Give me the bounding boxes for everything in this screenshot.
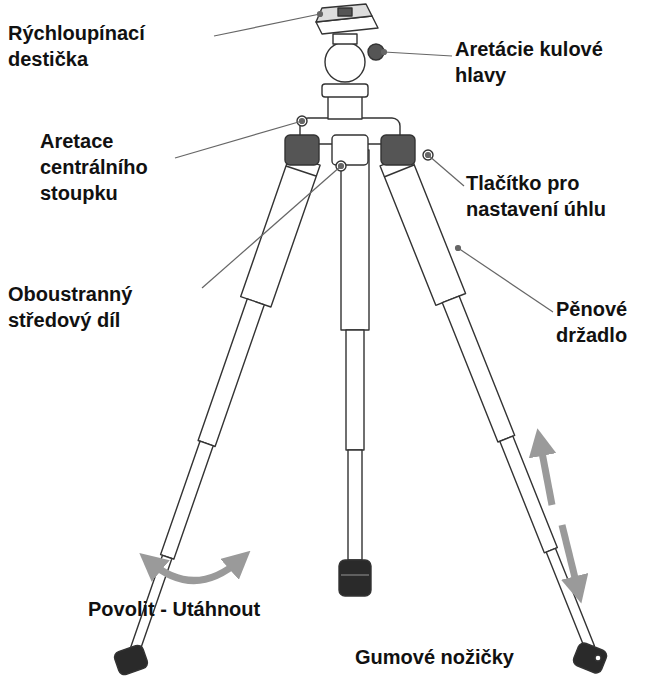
angle-button [381,135,415,165]
rubber-foot [339,560,371,596]
part-label: Oboustranný středový díl [8,281,198,333]
part-label: Gumové nožičky [355,644,514,670]
ball-head [325,42,365,82]
head-collar [322,84,368,97]
middle-piece [332,135,368,165]
part-label: Tlačítko pro nastavení úhlu [466,170,664,222]
part-label: Aretácie kulové hlavy [455,36,635,88]
leg-section [161,441,214,559]
angle-button [285,135,319,165]
part-label: Rýchloupínací destička [8,20,168,72]
leg-section [500,436,558,553]
motion-arrows [150,442,578,590]
leg-section [198,299,264,447]
rubber-foot [572,641,609,674]
tripod [113,4,608,676]
foam-grip [380,154,466,305]
foam-grip [241,155,320,307]
part-label: Aretace centrálního stoupku [40,128,172,206]
head-column [328,95,362,119]
part-label: Pěnové držadlo [556,296,664,348]
centre-column [341,150,369,330]
part-label: Povolit - Utáhnout [88,596,260,622]
centre-column [346,330,364,450]
leg-section [442,296,514,442]
rubber-foot [113,644,149,676]
centre-column [348,450,362,560]
quick-plate [316,4,372,22]
head-stem [333,34,357,44]
